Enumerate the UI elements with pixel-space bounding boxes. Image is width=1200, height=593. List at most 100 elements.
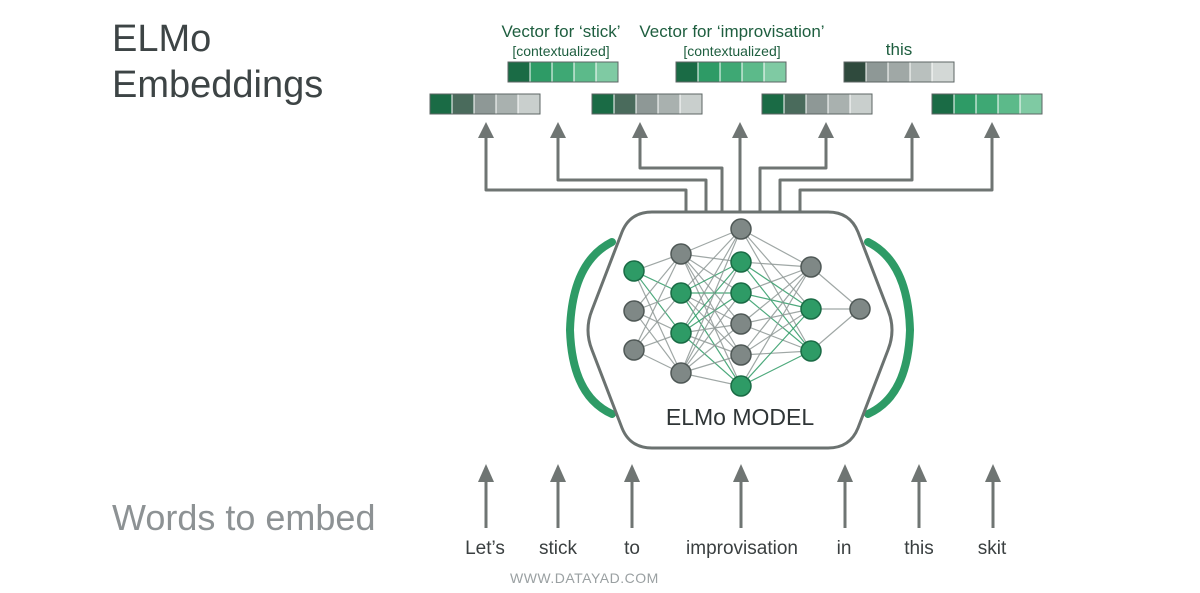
connector-line-5 [778, 136, 914, 212]
word-to: to [624, 538, 640, 559]
network-link [740, 308, 812, 356]
vector-2-cell-4 [679, 93, 703, 115]
vector-2 [591, 93, 703, 115]
network-link [740, 266, 812, 294]
word-stick: stick [539, 538, 577, 559]
network-link [680, 261, 742, 334]
network-node [623, 339, 645, 361]
arrow-up-icon [733, 464, 749, 482]
vector-2-cell-1 [613, 93, 637, 115]
arrow-up-icon [632, 122, 648, 138]
network-link [680, 292, 742, 374]
network-link [740, 228, 812, 310]
vector-label-improvisation-title: Vector for ‘improvisation’ [639, 22, 825, 41]
network-link [740, 292, 812, 310]
neural-network-icon [623, 218, 871, 397]
vector-4-cell-3 [997, 93, 1021, 115]
network-link [680, 292, 742, 325]
network-link [810, 266, 861, 310]
network-link [680, 228, 742, 255]
vector-improvisation-top-cell-3 [741, 61, 765, 83]
network-node [730, 282, 752, 304]
vector-1-cell-1 [451, 93, 475, 115]
vector-improvisation-top-cell-0 [675, 61, 699, 83]
network-node [800, 298, 822, 320]
page-title: ELMo Embeddings [112, 16, 323, 108]
vector-3-cell-4 [849, 93, 873, 115]
vector-2-cell-2 [635, 93, 659, 115]
vector-this-top-cell-0 [843, 61, 867, 83]
network-node [800, 340, 822, 362]
words-to-embed-label: Words to embed [112, 497, 376, 538]
arrow-up-icon [911, 464, 927, 482]
network-link [680, 253, 742, 356]
vector-stick-top-cell-0 [507, 61, 531, 83]
vector-3-cell-1 [783, 93, 807, 115]
network-node [670, 322, 692, 344]
network-link [680, 228, 742, 334]
word-improvisation: improvisation [686, 538, 798, 559]
vector-stick-top-border [507, 61, 619, 83]
vector-this-top-cell-1 [865, 61, 889, 83]
network-node [623, 260, 645, 282]
arrow-up-icon [550, 122, 566, 138]
network-link [740, 266, 812, 356]
vector-label-improvisation-sub: [contextualized] [683, 43, 781, 59]
network-node [730, 344, 752, 366]
network-link [740, 261, 812, 352]
arrow-up-icon [624, 464, 640, 482]
vector-1-cell-0 [429, 93, 453, 115]
network-node [849, 298, 871, 320]
network-node [670, 282, 692, 304]
vector-1-border [429, 93, 541, 115]
word-lets: Let’s [465, 538, 505, 559]
network-link [680, 228, 742, 294]
vector-2-border [591, 93, 703, 115]
network-node [730, 251, 752, 273]
vector-3-cell-2 [805, 93, 829, 115]
vector-label-this-title: this [885, 40, 913, 59]
arrow-up-icon [985, 464, 1001, 482]
vector-1-cell-2 [473, 93, 497, 115]
arrow-up-icon [818, 122, 834, 138]
model-side-arc-right [864, 238, 915, 418]
network-node [730, 313, 752, 335]
watermark: WWW.DATAYAD.COM [510, 570, 659, 586]
arrow-up-icon [478, 464, 494, 482]
arrow-up-icon [732, 122, 748, 138]
connector-line-0 [484, 136, 688, 212]
vector-3-border [761, 93, 873, 115]
network-link [680, 292, 742, 334]
vector-stick-top-cell-1 [529, 61, 553, 83]
connector-line-4 [758, 136, 828, 212]
network-link [680, 332, 742, 387]
network-link [680, 253, 742, 387]
network-link [740, 261, 812, 310]
vector-stick-top-cell-2 [551, 61, 575, 83]
arrow-up-icon [837, 464, 853, 482]
vector-3-cell-3 [827, 93, 851, 115]
vector-this-top-cell-3 [909, 61, 933, 83]
arrow-up-icon [984, 122, 1000, 138]
network-link [740, 266, 812, 387]
vector-improvisation-top-cell-1 [697, 61, 721, 83]
vector-this-top [843, 61, 955, 83]
vector-label-stick: Vector for ‘stick’ [contextualized] [492, 22, 630, 60]
connector-line-2 [638, 136, 724, 212]
vector-stick-top-cell-4 [595, 61, 619, 83]
network-link [740, 266, 812, 325]
vector-2-cell-0 [591, 93, 615, 115]
network-link [680, 253, 742, 294]
network-link [740, 350, 812, 387]
network-node [800, 256, 822, 278]
model-side-arc-left [565, 238, 616, 418]
network-link [633, 292, 682, 351]
arrow-up-icon [904, 122, 920, 138]
vector-this-top-border [843, 61, 955, 83]
vector-label-improvisation: Vector for ‘improvisation’ [contextualiz… [630, 22, 834, 60]
network-link [680, 261, 742, 294]
network-link [680, 323, 742, 374]
vector-stick-top-cell-3 [573, 61, 597, 83]
network-node [623, 300, 645, 322]
vector-4-cell-1 [953, 93, 977, 115]
